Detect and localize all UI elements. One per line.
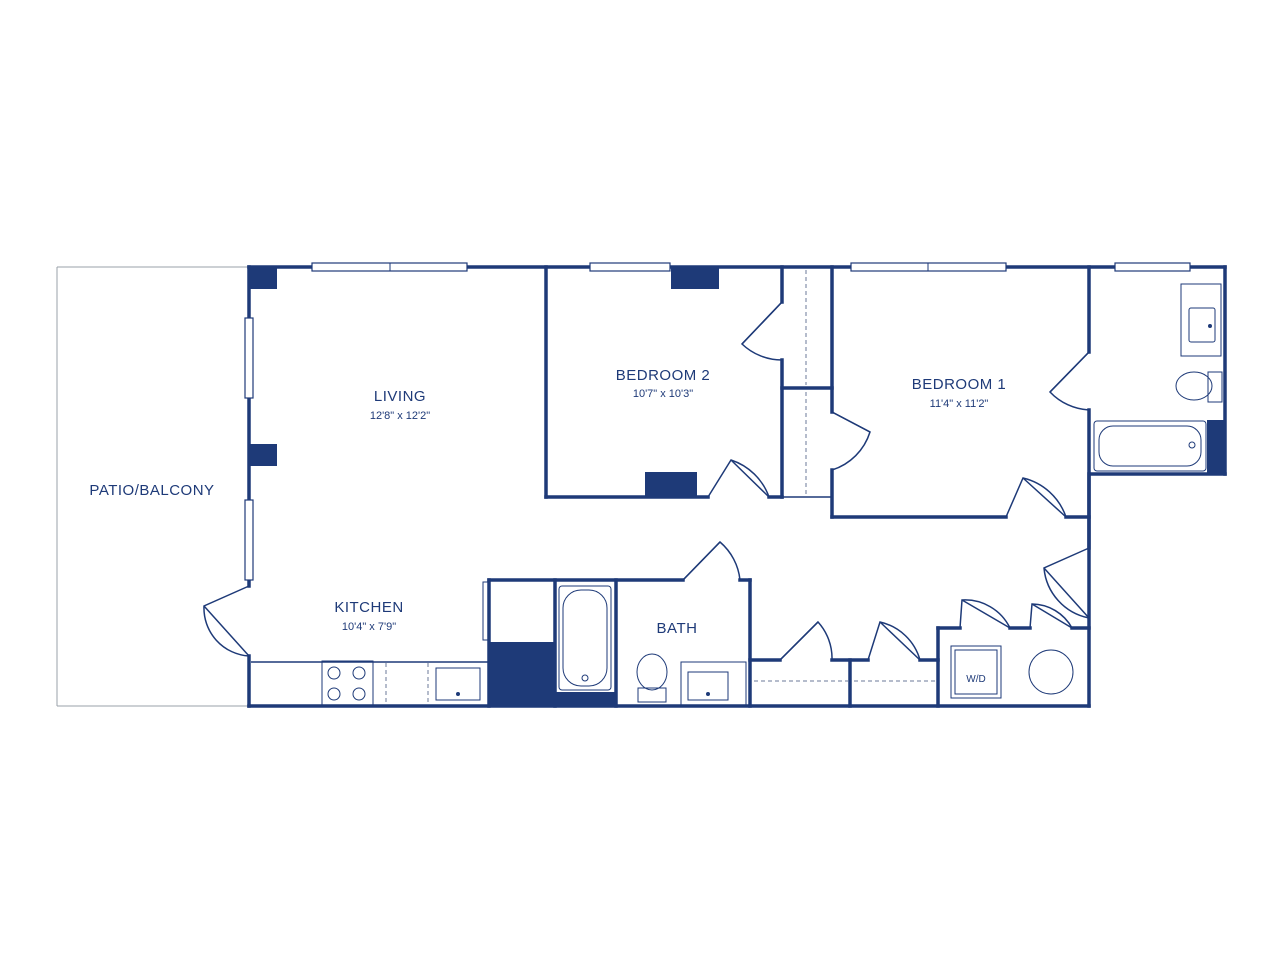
laundry-room (936, 626, 1091, 708)
structural-columns (249, 267, 1225, 706)
patio-label: PATIO/BALCONY (89, 482, 214, 499)
bedroom-1-dimensions: 11'4" x 11'2" (930, 398, 989, 410)
hall-closets (748, 658, 940, 708)
kitchen-dimensions: 10'4" x 7'9" (342, 621, 396, 633)
doors (203, 301, 1090, 661)
bedroom-1-walls (830, 265, 1091, 550)
patio-area (56, 266, 249, 707)
kitchen-label: KITCHEN (334, 599, 403, 616)
bedroom-2-label: BEDROOM 2 (616, 367, 711, 384)
bedroom-closets (780, 265, 834, 519)
bedroom-2-walls (544, 265, 784, 499)
bedroom-2-dimensions: 10'7" x 10'3" (633, 388, 693, 400)
bedroom-1-label: BEDROOM 1 (912, 376, 1007, 393)
kitchen-counter (251, 581, 490, 706)
bath-label: BATH (657, 620, 698, 637)
hall-bath-walls (487, 578, 752, 708)
living-dimensions: 12'8" x 12'2" (370, 410, 430, 422)
washer-dryer-label: W/D (966, 674, 985, 685)
living-label: LIVING (374, 388, 426, 405)
master-bath (1093, 283, 1223, 472)
windows (244, 262, 1191, 581)
exterior-walls (247, 265, 1227, 708)
